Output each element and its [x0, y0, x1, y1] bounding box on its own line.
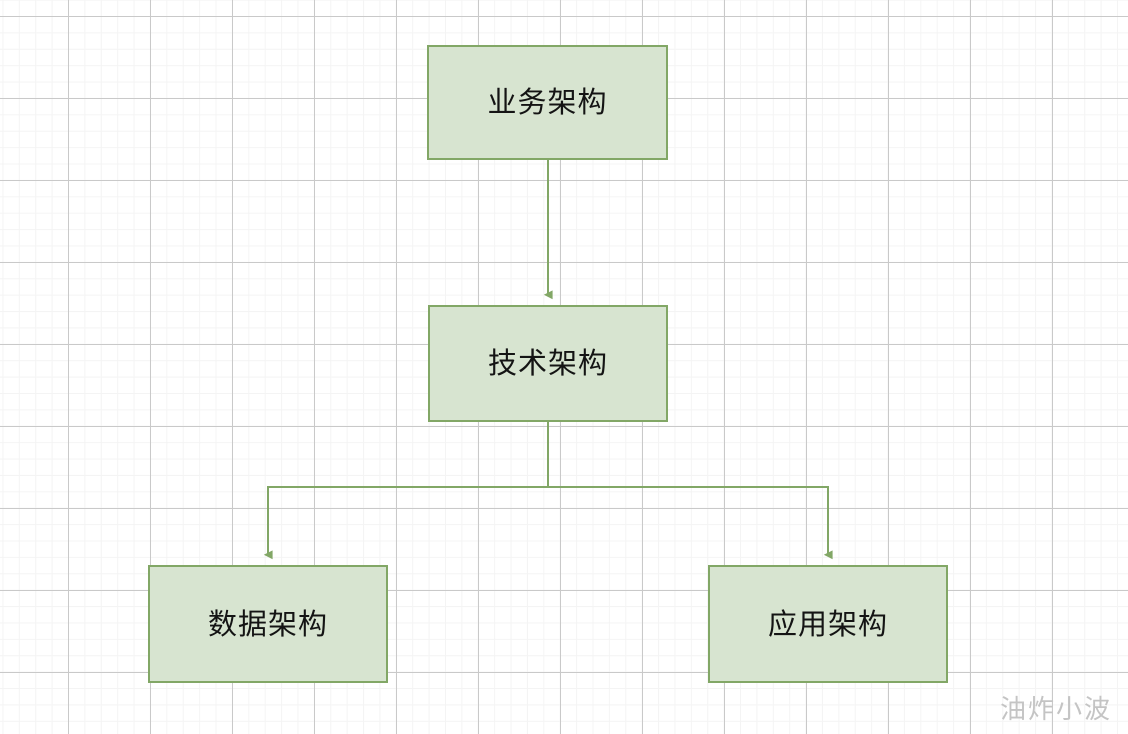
edge-technology-to-data — [263, 422, 549, 560]
node-technology[interactable]: 技术架构 — [428, 305, 668, 422]
node-data-label: 数据架构 — [207, 606, 328, 641]
node-data[interactable]: 数据架构 — [148, 565, 388, 683]
node-business[interactable]: 业务架构 — [427, 45, 668, 160]
edge-technology-to-application — [548, 486, 833, 560]
watermark: 油炸小波 — [999, 695, 1112, 725]
node-application[interactable]: 应用架构 — [708, 565, 948, 683]
node-application-label: 应用架构 — [767, 606, 888, 641]
node-technology-label: 技术架构 — [487, 346, 608, 380]
node-business-label: 业务架构 — [487, 85, 608, 119]
